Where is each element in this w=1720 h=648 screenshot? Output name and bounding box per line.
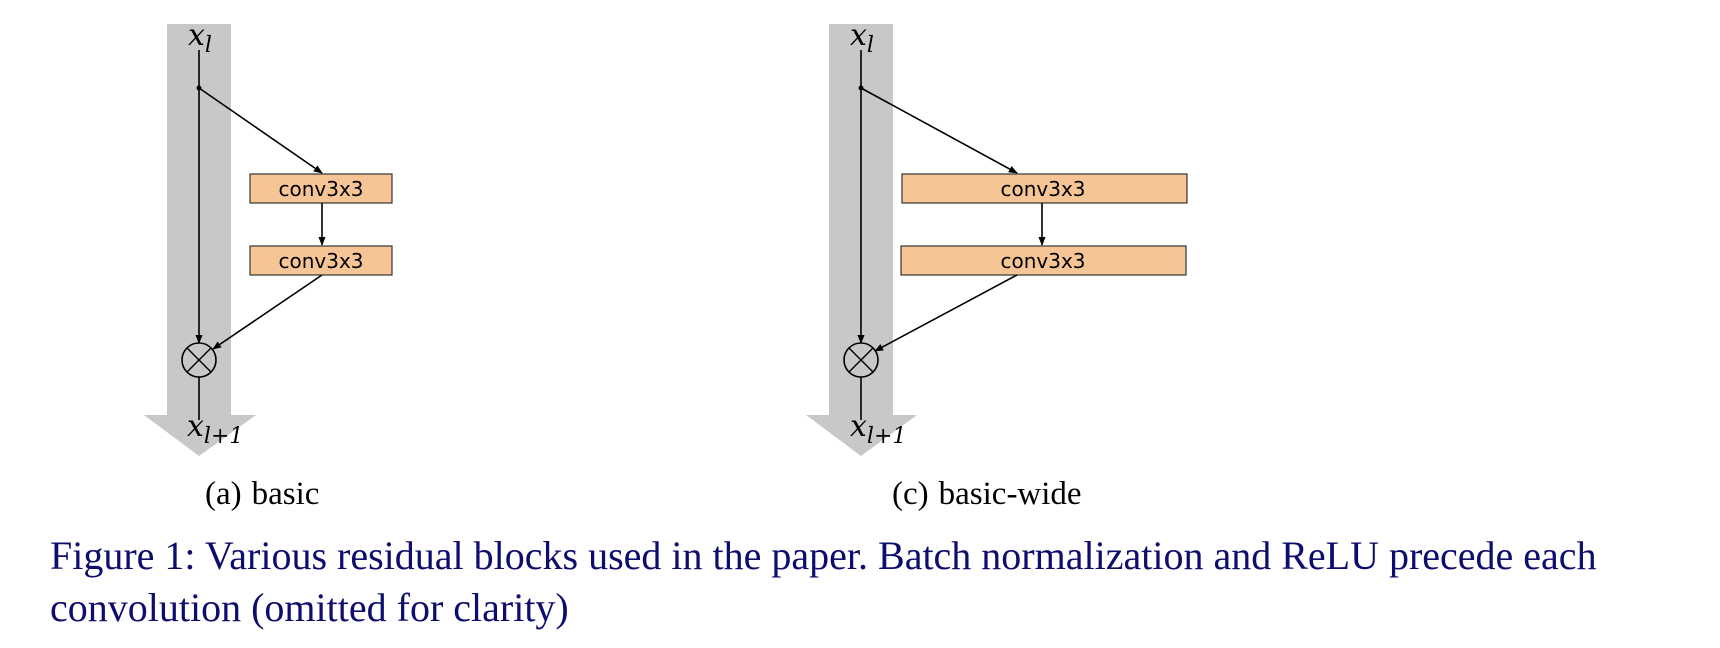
panel-a: xl conv3x3 conv3x3 [144, 18, 393, 456]
panel-c-conv-block-1-label: conv3x3 [1000, 177, 1085, 201]
panel-a-arrow-to-conv1 [198, 87, 323, 174]
panel-a-conv-block-1-label: conv3x3 [278, 177, 363, 201]
panel-a-arrow-conv2-to-sum [212, 274, 323, 350]
panel-c-input-label: xl [850, 18, 874, 58]
subcaption-c: (c)basic-wide [892, 476, 1082, 513]
panel-c-output-label: xl+1 [850, 409, 906, 449]
panel-c-conv-block-1: conv3x3 [901, 173, 1188, 204]
panel-a-input-label: xl [188, 18, 212, 58]
figure-caption: Figure 1: Various residual blocks used i… [50, 533, 1597, 630]
panel-c-arrow-conv2-to-sum [874, 274, 1018, 352]
panel-c: xl conv3x3 conv3x3 xl+1 [806, 18, 1188, 456]
panel-a-output-label: xl+1 [187, 409, 243, 449]
subcaption-a-letter: (a) [205, 476, 242, 512]
panel-a-conv-block-1: conv3x3 [249, 173, 393, 204]
panel-c-arrow-to-conv1 [860, 87, 1018, 174]
subcaption-a: (a)basic [205, 476, 319, 513]
subcaption-c-text: basic-wide [938, 476, 1082, 512]
panel-c-conv-block-2-label: conv3x3 [1000, 249, 1085, 273]
subcaption-a-text: basic [251, 476, 320, 512]
panel-a-conv-block-2: conv3x3 [249, 245, 393, 276]
panel-a-conv-block-2-label: conv3x3 [278, 249, 363, 273]
subcaption-c-letter: (c) [892, 476, 929, 512]
panel-a-identity-trunk [144, 24, 256, 456]
panel-c-conv-block-2: conv3x3 [900, 245, 1187, 276]
